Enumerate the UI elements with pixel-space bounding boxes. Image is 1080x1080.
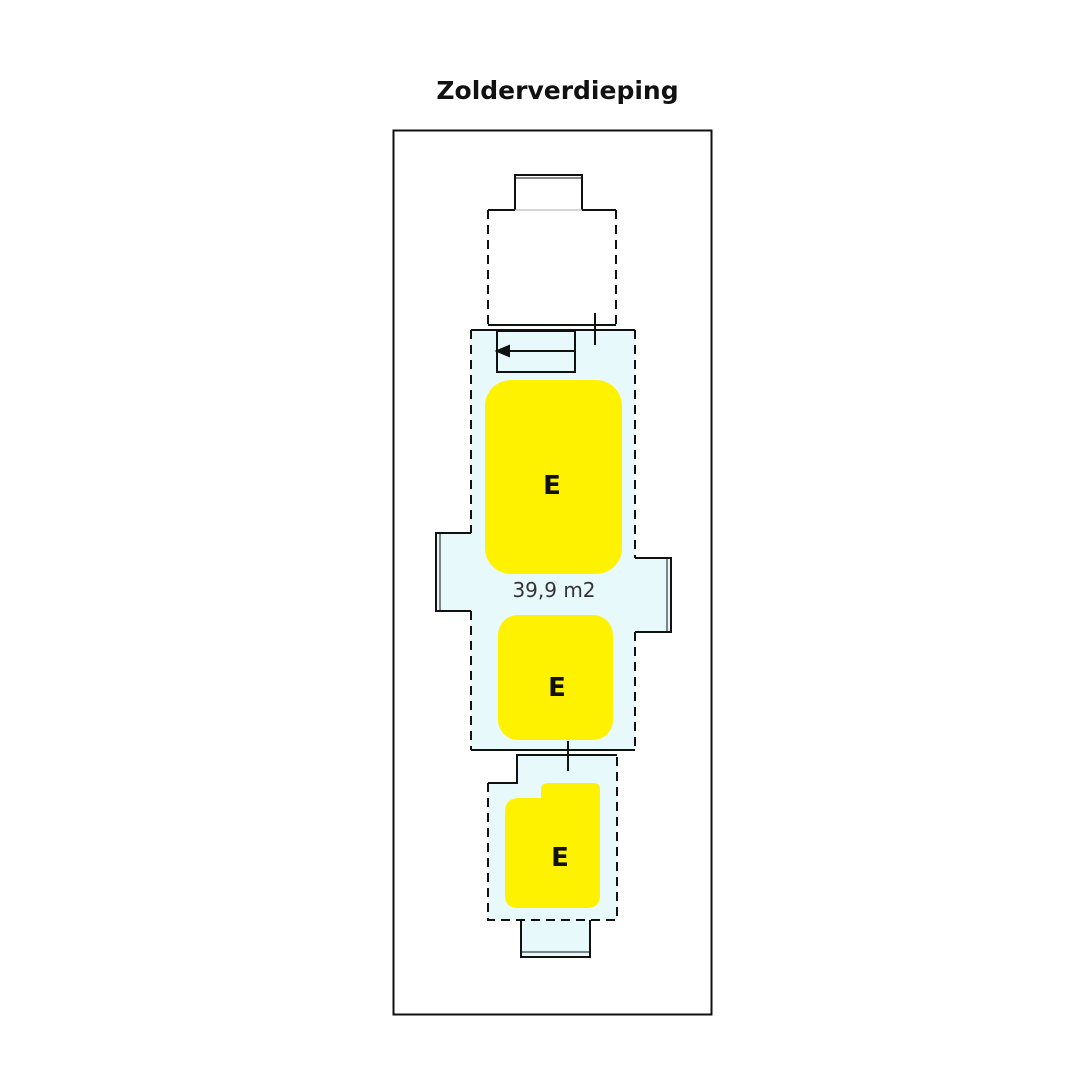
top-space: [487, 174, 617, 326]
plan-frame: [392, 129, 713, 1016]
zone-1-label: E: [543, 471, 561, 501]
highlight-zone-3: [505, 783, 600, 908]
zone-3-label: E: [551, 843, 569, 873]
highlight-zone-2: [498, 615, 613, 740]
highlight-zone-1: [485, 380, 622, 574]
area-label: 39,9 m2: [512, 578, 595, 602]
zone-2-label: E: [548, 673, 566, 703]
floor-title: Zolderverdieping: [436, 76, 679, 105]
stair: [494, 330, 576, 373]
